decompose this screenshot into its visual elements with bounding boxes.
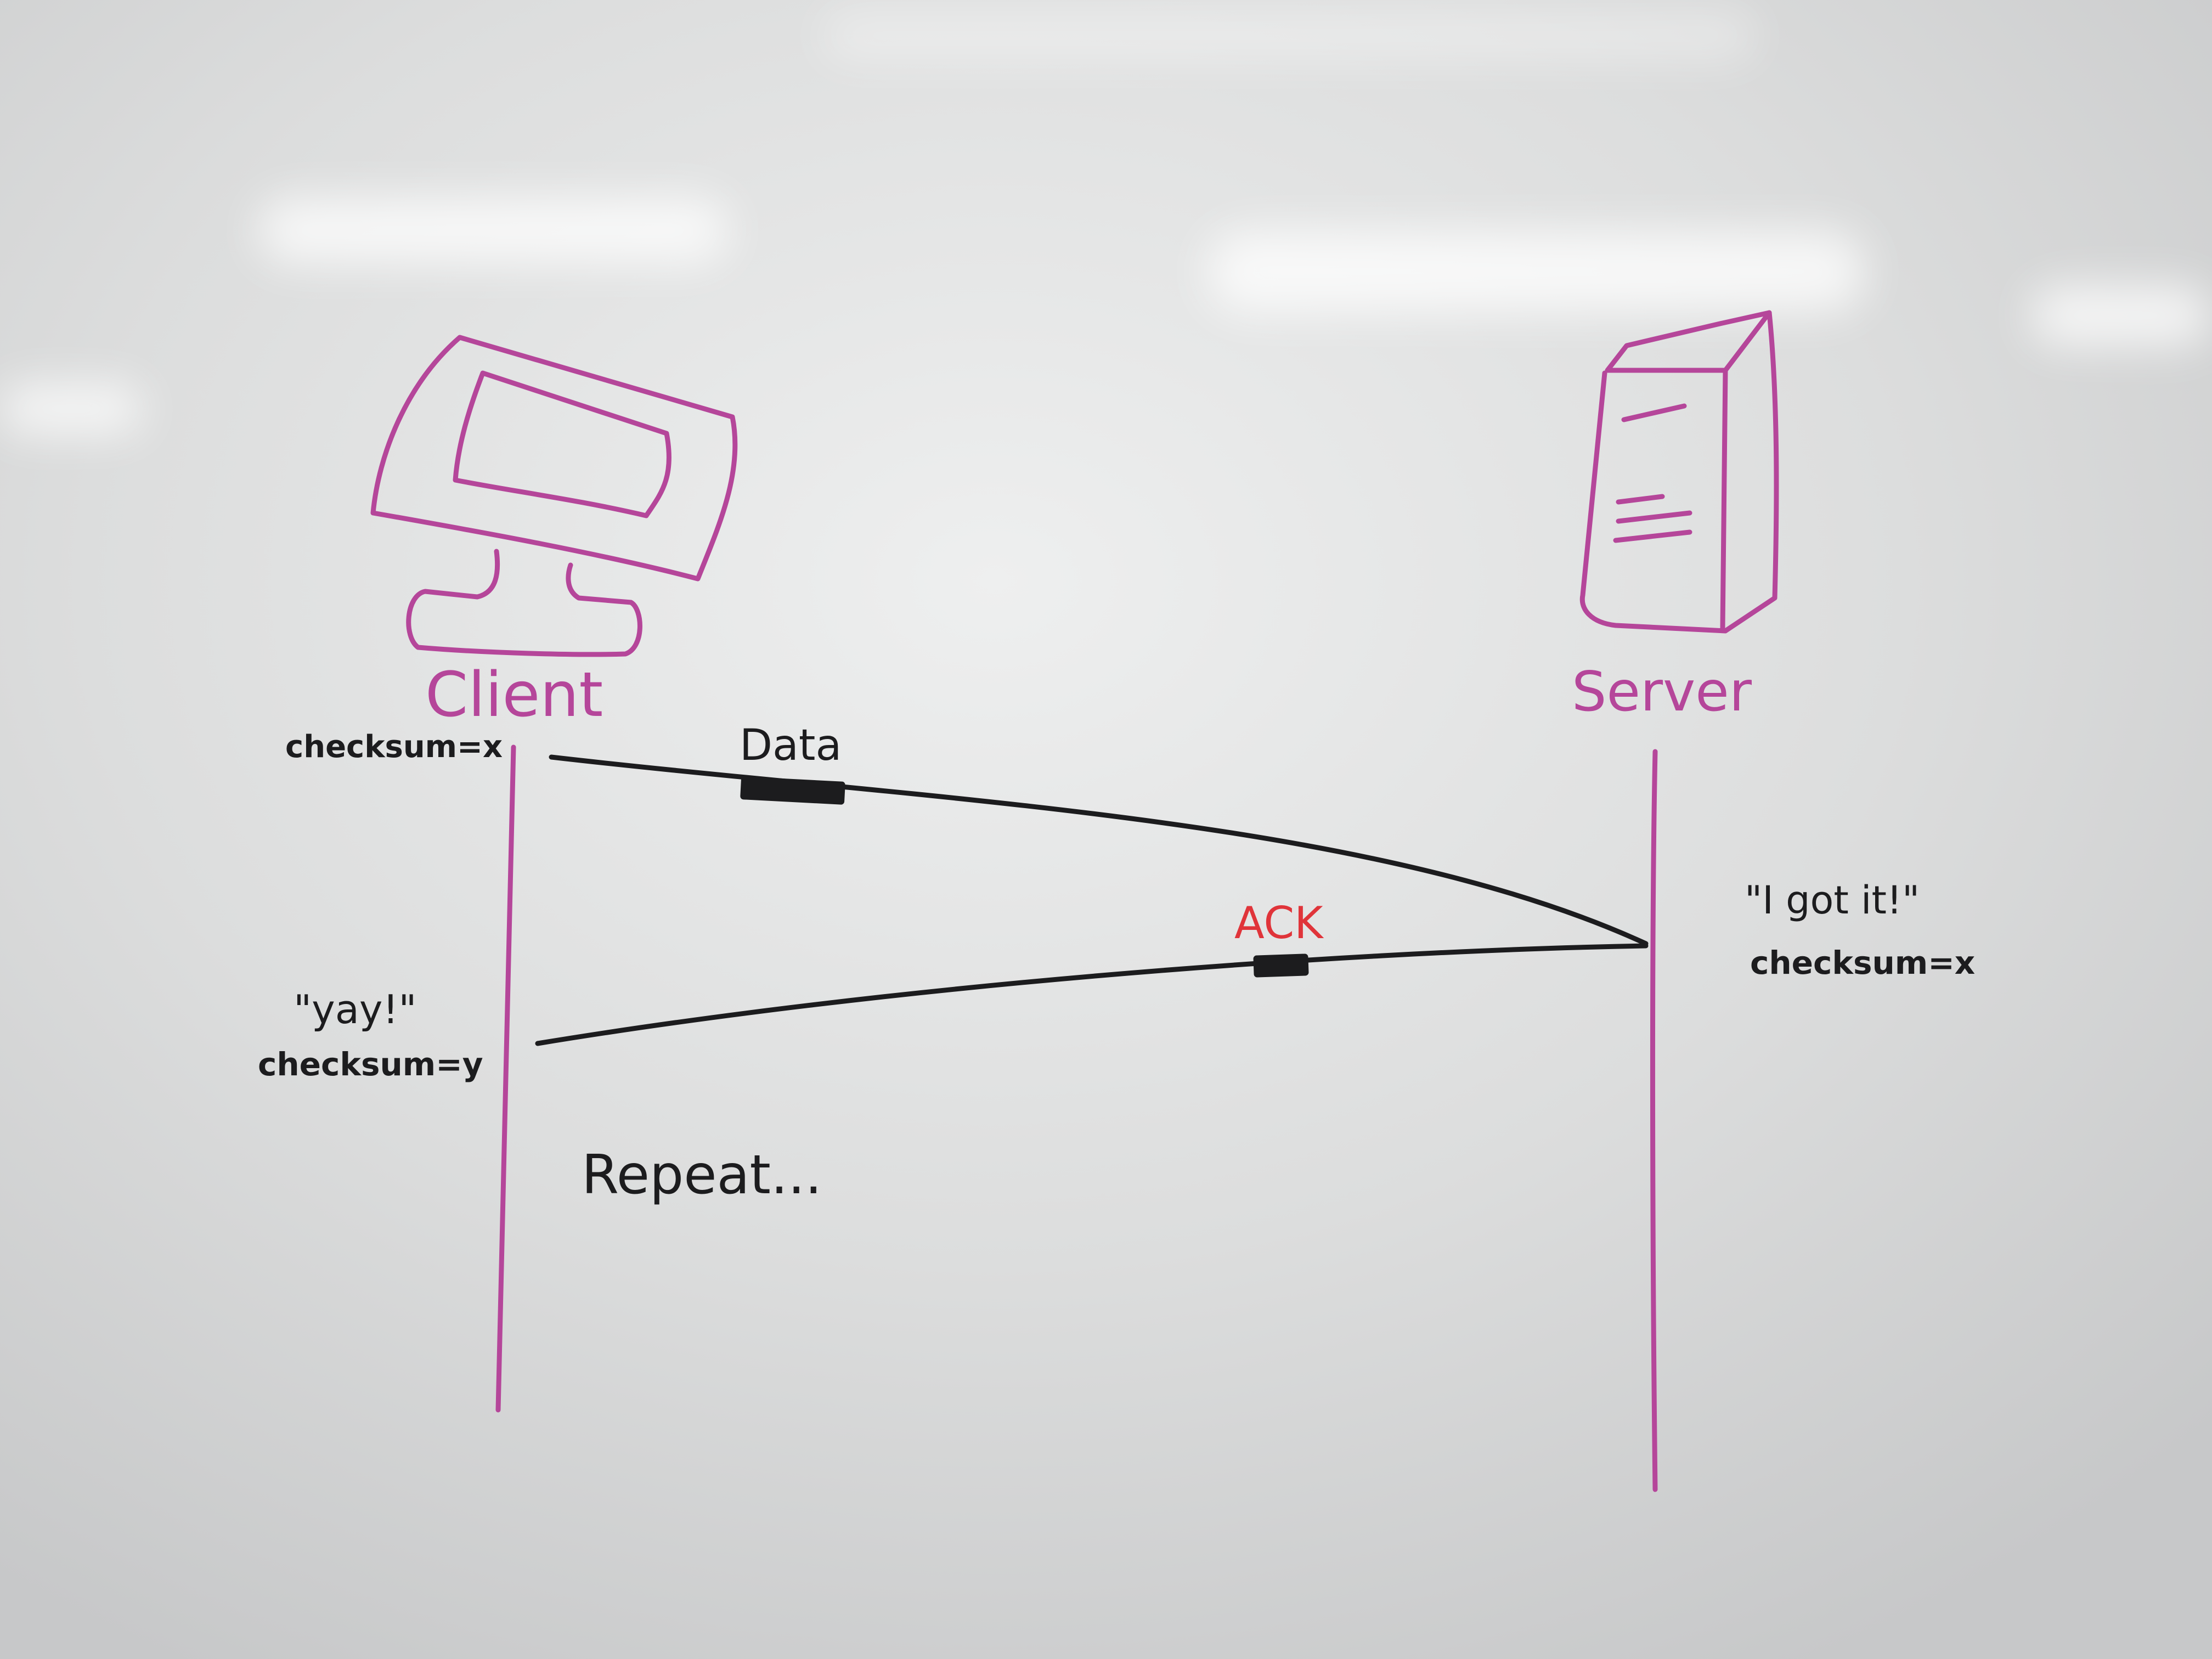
- server-checksum-label: checksum=x: [1750, 944, 1975, 981]
- data-packet-marker: [740, 776, 845, 805]
- server-quote-label: "I got it!": [1745, 878, 1920, 923]
- light-reflections: [0, 11, 2211, 433]
- ack-label: ACK: [1234, 898, 1324, 949]
- ack-message-line: [535, 943, 1649, 1046]
- data-message-line: [549, 754, 1649, 946]
- client-quote-label: "yay!": [294, 986, 416, 1032]
- server-lifeline: [1650, 749, 1658, 1492]
- server-label: Server: [1572, 659, 1752, 724]
- client-checksum-label: checksum=x: [285, 729, 503, 765]
- client-lifeline: [495, 744, 516, 1413]
- repeat-label: Repeat...: [582, 1144, 822, 1206]
- ack-packet-marker: [1253, 953, 1309, 978]
- monitor-icon: [370, 335, 738, 657]
- data-label: Data: [740, 721, 842, 770]
- client-checksum-after-label: checksum=y: [258, 1046, 483, 1083]
- server-tower-icon: [1579, 310, 1779, 634]
- client-label: Client: [425, 659, 603, 731]
